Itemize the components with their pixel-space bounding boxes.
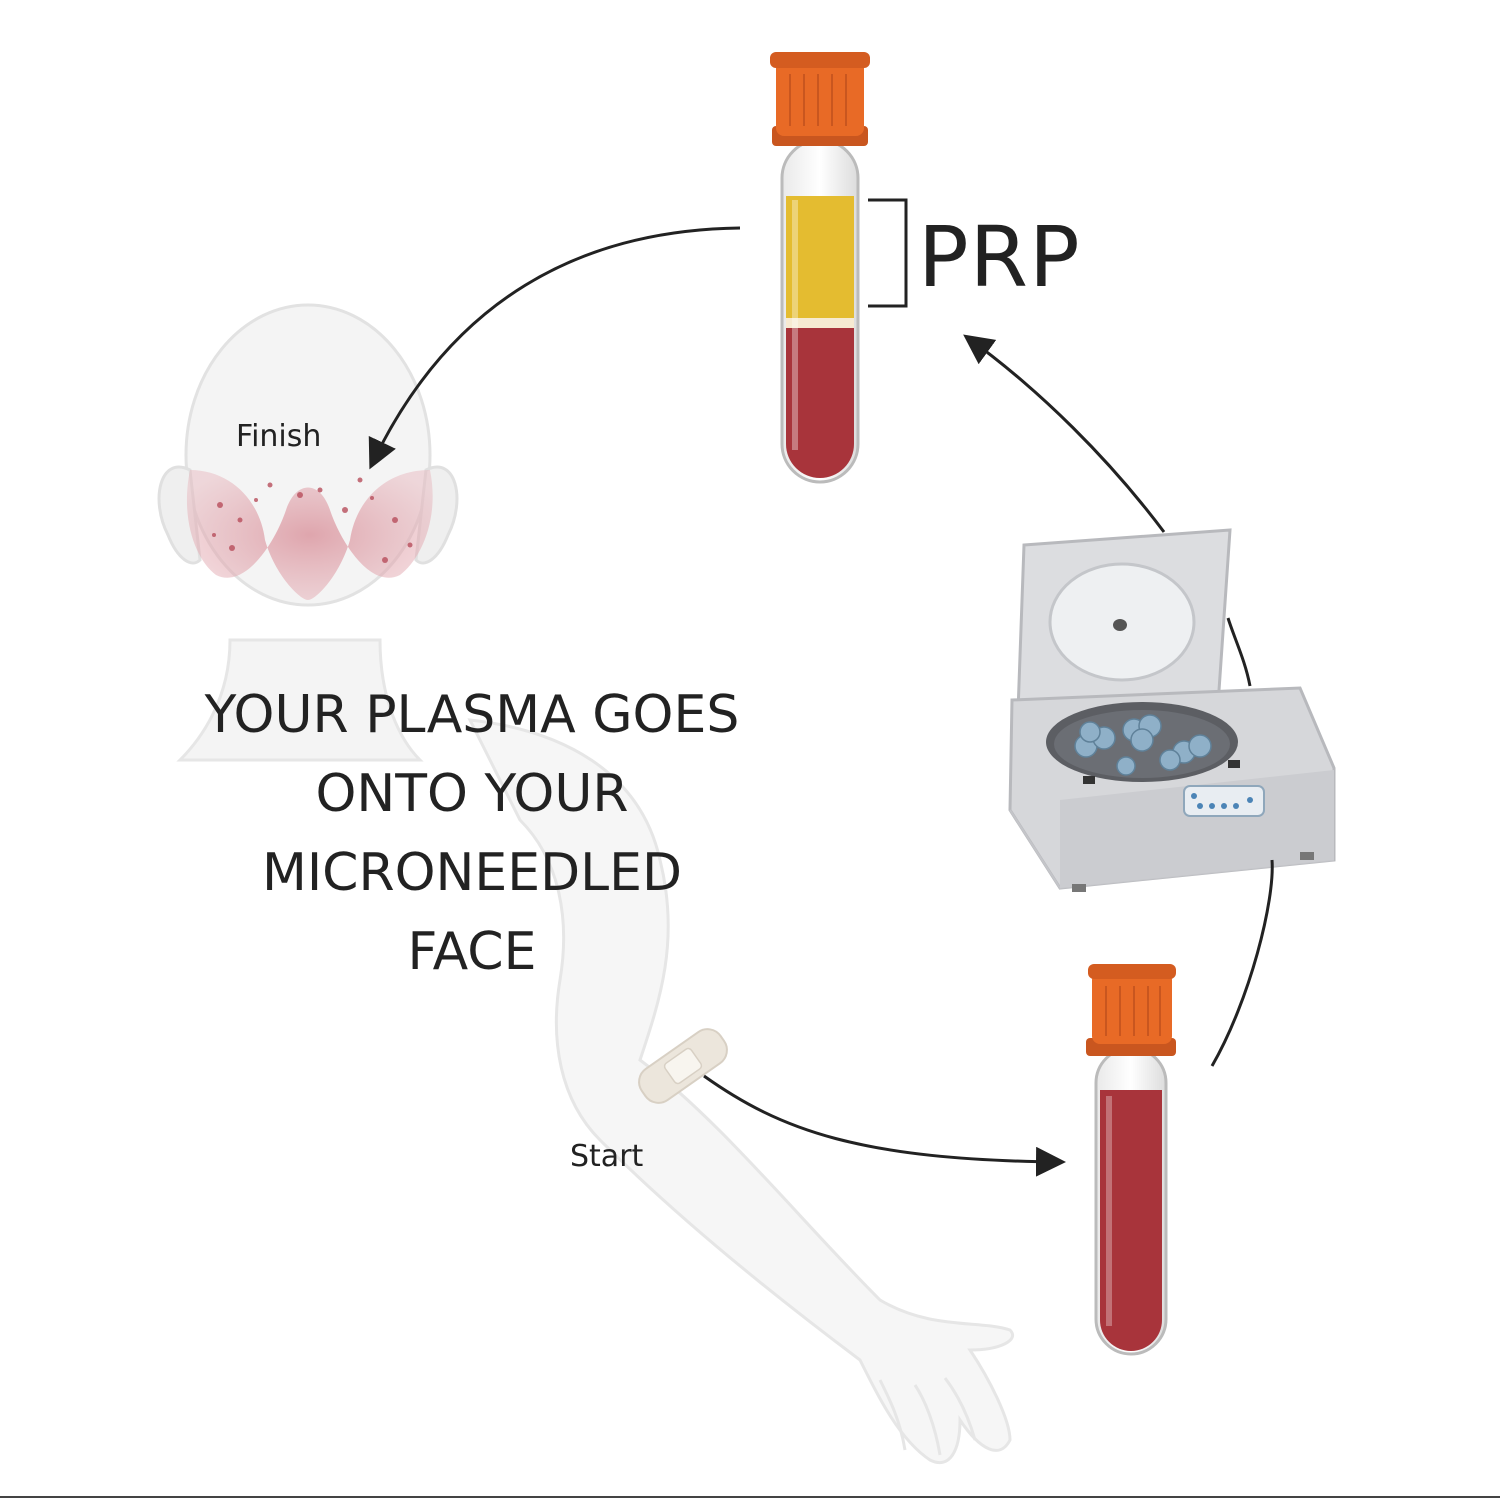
centrifuge-icon (1008, 528, 1336, 892)
prp-label: PRP (918, 208, 1081, 306)
arrow-arm-to-tube (703, 1074, 1066, 1177)
finish-label: Finish (236, 419, 322, 454)
start-label: Start (570, 1139, 644, 1174)
caption: YOUR PLASMA GOES ONTO YOUR MICRONEEDLED … (150, 676, 794, 992)
arrow-centrifuge-to-prp (963, 334, 1166, 533)
arm-icon (467, 718, 1014, 1464)
caption-line: FACE (407, 922, 537, 982)
arrow-tube-to-centrifuge (1210, 859, 1274, 1067)
prp-bracket (868, 198, 908, 308)
bottom-divider (0, 1496, 1500, 1498)
arrow-centrifuge-arc (1226, 617, 1252, 687)
prp-tube-icon (770, 52, 870, 484)
head-icon (157, 303, 459, 762)
caption-line: ONTO YOUR (315, 764, 629, 824)
caption-line: YOUR PLASMA GOES (204, 685, 740, 745)
arrow-prp-to-face (368, 226, 741, 470)
caption-line: MICRONEEDLED (261, 843, 683, 903)
blood-tube-icon (1086, 964, 1176, 1356)
bandage-icon (638, 1028, 728, 1104)
